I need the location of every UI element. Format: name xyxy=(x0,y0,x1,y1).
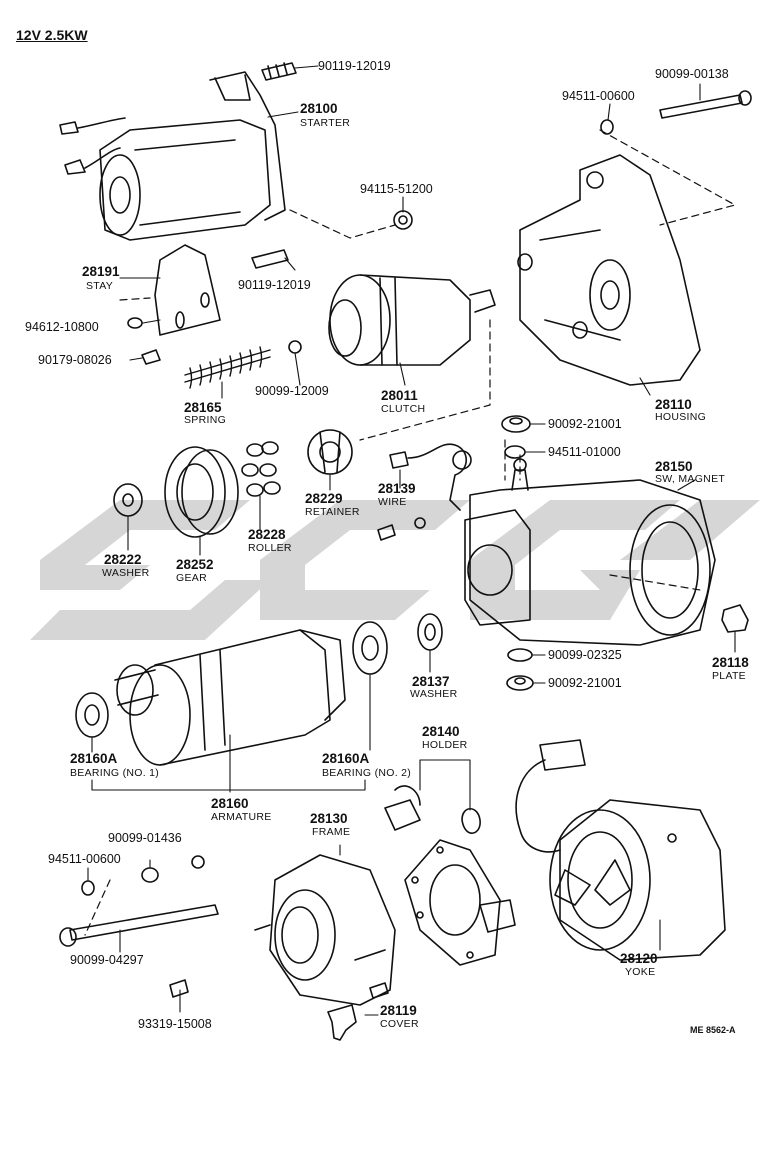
part-name-housing: HOUSING xyxy=(655,411,707,423)
part-name-washer-28222: WASHER xyxy=(102,567,150,579)
part-name-clutch: CLUTCH xyxy=(381,403,426,415)
plate xyxy=(721,604,749,633)
hardware-label: 93319-15008 xyxy=(138,1017,212,1031)
hardware-label: 90119-12019 xyxy=(238,278,311,292)
small-washer-top-right xyxy=(600,119,614,135)
part-number-stay: 28191 xyxy=(82,264,120,279)
small-screw xyxy=(377,517,426,541)
gear xyxy=(164,446,239,538)
part-number-armature: 28160 xyxy=(211,796,249,811)
washer-28137 xyxy=(417,613,443,651)
part-number-holder: 28140 xyxy=(422,724,460,739)
part-name-cover: COVER xyxy=(380,1018,419,1030)
part-number-housing: 28110 xyxy=(655,397,692,412)
hardware-label: 90099-00138 xyxy=(655,67,729,81)
watermark-logo xyxy=(30,500,760,640)
part-name-roller: ROLLER xyxy=(248,542,292,554)
hardware-label: 90099-01436 xyxy=(108,831,182,845)
part-name-magnet-switch: SW, MAGNET xyxy=(655,473,726,485)
starter-assembly xyxy=(59,71,286,241)
bearing-no2 xyxy=(352,621,388,675)
hardware-label: 94115-51200 xyxy=(360,182,433,196)
part-number-clutch: 28011 xyxy=(381,388,418,403)
part-number-magnet-switch: 28150 xyxy=(655,459,693,474)
part-number-retainer: 28229 xyxy=(305,491,343,506)
washer-90099-02325 xyxy=(507,648,533,662)
rollers xyxy=(241,441,281,497)
part-number-washer-28222: 28222 xyxy=(104,552,142,567)
part-name-plate: PLATE xyxy=(712,670,746,682)
ball xyxy=(288,340,302,354)
part-number-plate: 28118 xyxy=(712,655,749,670)
diagram-code: ME 8562-A xyxy=(690,1025,736,1035)
leader-lines xyxy=(87,65,736,1016)
nut-90092-bottom xyxy=(506,675,534,691)
hardware-bottom-left xyxy=(59,855,219,998)
part-number-bearing-no1: 28160A xyxy=(70,751,118,766)
washer-94511-01000 xyxy=(504,445,526,459)
part-number-yoke: 28120 xyxy=(620,951,658,966)
hardware-label: 94511-00600 xyxy=(562,89,635,103)
part-name-bearing-no2: BEARING (NO. 2) xyxy=(322,767,412,779)
hardware-label: 94511-00600 xyxy=(48,852,121,866)
part-name-holder: HOLDER xyxy=(422,739,468,751)
nut-94115 xyxy=(393,210,413,230)
nut-90092-top xyxy=(501,415,531,433)
frame xyxy=(254,854,396,1006)
part-name-stay: STAY xyxy=(86,280,114,292)
part-name-spring: SPRING xyxy=(184,414,227,426)
part-number-gear: 28252 xyxy=(176,557,214,572)
hardware-label: 90099-02325 xyxy=(548,648,622,662)
part-name-wire: WIRE xyxy=(378,496,407,508)
small-parts-left xyxy=(127,317,161,365)
part-number-washer-28137: 28137 xyxy=(412,674,450,689)
hardware-label: 90092-21001 xyxy=(548,676,622,690)
diagram-title: 12V 2.5KW xyxy=(16,27,88,43)
hardware-label: 90179-08026 xyxy=(38,353,112,367)
part-number-starter: 28100 xyxy=(300,101,338,116)
part-number-frame: 28130 xyxy=(310,811,348,826)
armature xyxy=(114,629,346,766)
part-number-roller: 28228 xyxy=(248,527,286,542)
hardware-label: 90099-04297 xyxy=(70,953,144,967)
spring xyxy=(184,346,271,389)
cover xyxy=(327,1004,357,1041)
brush-holder xyxy=(384,785,516,966)
part-name-yoke: YOKE xyxy=(625,966,656,978)
housing xyxy=(517,154,701,386)
stay-bracket xyxy=(154,244,221,336)
long-bolt-top-right xyxy=(659,90,752,119)
bolt-mid-left xyxy=(251,249,289,269)
part-name-bearing-no1: BEARING (NO. 1) xyxy=(70,767,160,779)
part-number-spring: 28165 xyxy=(184,400,222,415)
clutch xyxy=(328,274,496,366)
part-name-retainer: RETAINER xyxy=(305,506,360,518)
retainer xyxy=(307,429,353,475)
part-name-washer-28137: WASHER xyxy=(410,688,458,700)
magnet-switch xyxy=(464,458,716,646)
part-name-starter: STARTER xyxy=(300,117,351,129)
part-name-armature: ARMATURE xyxy=(211,811,272,823)
bearing-no1 xyxy=(75,692,109,738)
part-number-cover: 28119 xyxy=(380,1003,417,1018)
hardware-label: 90099-12009 xyxy=(255,384,329,398)
yoke xyxy=(515,739,726,961)
part-number-wire: 28139 xyxy=(378,481,416,496)
bolt-top xyxy=(261,62,297,81)
hardware-label: 94612-10800 xyxy=(25,320,99,334)
hardware-label: 90119-12019 xyxy=(318,59,391,73)
hardware-label: 90092-21001 xyxy=(548,417,622,431)
wire xyxy=(389,443,472,511)
hardware-label: 94511-01000 xyxy=(548,445,621,459)
part-number-bearing-no2: 28160A xyxy=(322,751,370,766)
part-name-frame: FRAME xyxy=(312,826,351,838)
part-name-gear: GEAR xyxy=(176,572,207,584)
